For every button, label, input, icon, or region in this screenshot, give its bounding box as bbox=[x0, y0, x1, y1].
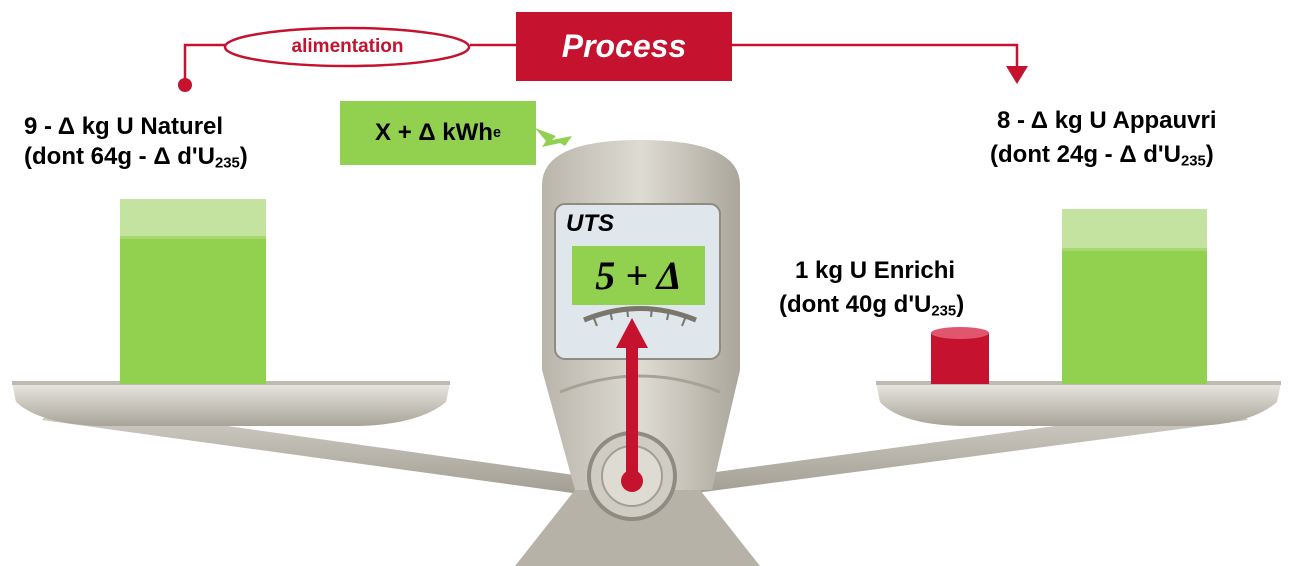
lightning-icon bbox=[535, 128, 572, 147]
right-pan bbox=[876, 381, 1281, 426]
natural-uranium-container bbox=[120, 199, 266, 384]
natural-uranium-u235: (dont 64g - Δ d'U235) bbox=[24, 143, 248, 172]
output-connector bbox=[732, 43, 1028, 84]
feed-label: alimentation bbox=[291, 36, 404, 57]
left-pan bbox=[12, 381, 450, 426]
depleted-uranium-label: 8 - Δ kg U Appauvri (dont 24g - Δ d'U235… bbox=[990, 104, 1217, 172]
energy-label: X + Δ kWh bbox=[375, 119, 493, 146]
natural-uranium-label: 9 - Δ kg U Naturel (dont 64g - Δ d'U235) bbox=[24, 112, 248, 172]
uts-value-box: 5 + Δ bbox=[572, 246, 705, 305]
gauge-ticks bbox=[592, 306, 687, 327]
natural-uranium-mass: 9 - Δ kg U Naturel bbox=[24, 113, 224, 140]
scale-base bbox=[515, 490, 760, 566]
gauge-dial bbox=[583, 306, 697, 323]
uts-label: UTS bbox=[566, 210, 614, 237]
uts-value: 5 + Δ bbox=[595, 253, 682, 298]
depleted-uranium-u235: (dont 24g - Δ d'U235) bbox=[990, 141, 1214, 170]
depleted-uranium-container bbox=[1062, 209, 1207, 384]
enriched-uranium-container bbox=[931, 327, 989, 384]
scale-beam bbox=[42, 402, 645, 503]
enriched-uranium-u235: (dont 40g d'U235) bbox=[779, 291, 965, 320]
process-label: Process bbox=[561, 28, 687, 64]
depleted-uranium-mass: 8 - Δ kg U Appauvri bbox=[997, 107, 1217, 134]
enriched-uranium-mass: 1 kg U Enrichi bbox=[795, 257, 956, 284]
enriched-uranium-label: 1 kg U Enrichi (dont 40g d'U235) bbox=[779, 254, 964, 322]
scale-beam-right bbox=[620, 402, 1248, 503]
gauge-needle bbox=[616, 318, 648, 492]
body-groove bbox=[559, 374, 721, 394]
feed-ellipse bbox=[223, 26, 471, 68]
process-box: Process bbox=[516, 12, 732, 81]
feed-connector bbox=[178, 43, 516, 92]
